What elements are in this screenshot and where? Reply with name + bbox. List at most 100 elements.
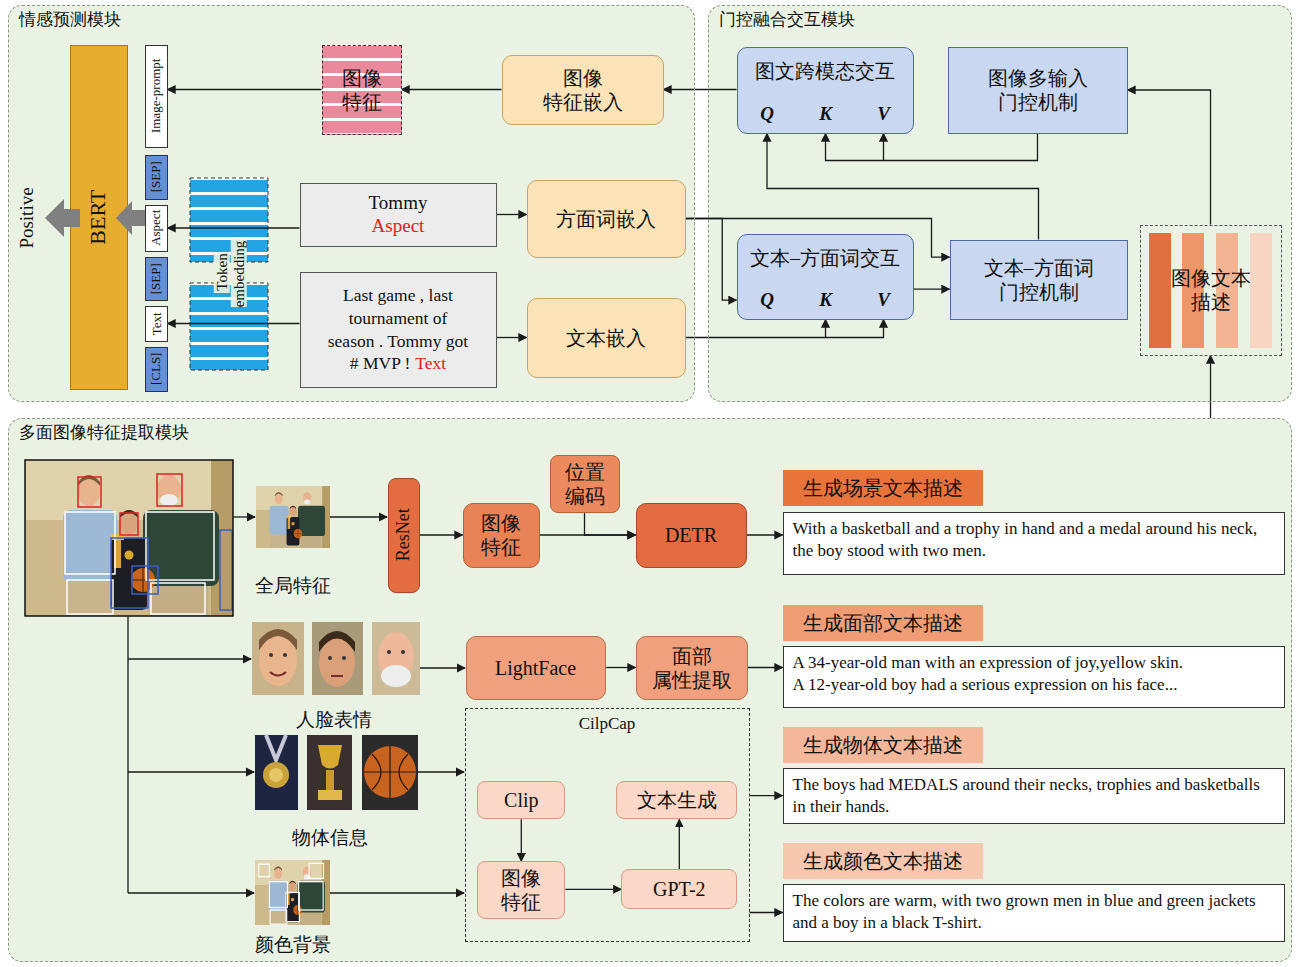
connector-arrow — [750, 795, 783, 796]
node-text: 生成面部文本描述 — [803, 611, 963, 635]
connector-arrow — [497, 214, 527, 215]
embedding-box: 文本嵌入 — [527, 298, 686, 378]
token-box: Image-prompt — [145, 45, 168, 148]
face-thumbnails — [283, 653, 287, 657]
annotation-label: Positive — [16, 187, 37, 248]
object-thumbnails — [255, 735, 418, 810]
thumbnail-caption: 颜色背景 — [255, 934, 331, 955]
node-text: 多面图像特征提取模块 — [19, 423, 189, 443]
object-thumbnails — [266, 735, 286, 760]
branch-line — [825, 320, 826, 338]
node-text: A 34-year-old man with an expression of … — [793, 652, 1275, 674]
feature-stack: 图像 特征 — [322, 45, 402, 135]
node-text: 图像 特征嵌入 — [539, 66, 627, 114]
connector-arrow — [1128, 90, 1211, 225]
connector-arrow — [1210, 356, 1211, 419]
node-text: 图像 特征 — [475, 511, 527, 559]
qkv-row: QKV — [738, 103, 913, 126]
node-text: 文本–方面词 门控机制 — [973, 256, 1105, 304]
input-arrow — [116, 201, 145, 235]
color-thumbnail — [269, 882, 287, 908]
connector-arrow — [585, 513, 636, 536]
output-header: 生成颜色文本描述 — [783, 843, 983, 879]
token-embedding-stack — [190, 283, 268, 370]
embedding-box: 方面词嵌入 — [527, 180, 686, 258]
connector-arrow — [747, 534, 783, 535]
token-box: Aspect — [145, 205, 168, 252]
feed-lines — [330, 516, 387, 517]
object-thumbnails — [364, 746, 416, 798]
node-text: With a basketball and a trophy in hand a… — [793, 518, 1275, 562]
color-thumbnail — [286, 893, 299, 922]
node-text: DETR — [665, 523, 717, 547]
resnet-box: ResNet — [388, 478, 420, 593]
connector-arrow — [168, 323, 300, 324]
feature-box: 图像 特征 — [463, 503, 540, 568]
module-panel: 多面图像特征提取模块 ResNet 位置 编码图像 特征 DETR 生成场景文本描述 Wi… — [8, 418, 1292, 962]
node-text: 生成颜色文本描述 — [803, 849, 963, 873]
panel-grounds — [8, 5, 1292, 962]
node-text: Aspect — [148, 210, 164, 246]
module-panel: 情感预测模块BERTImage-prompt[SEP]Aspect[SEP]Te… — [8, 5, 695, 402]
node-text: 情感预测模块 — [19, 10, 121, 30]
connector-arrow — [565, 889, 621, 890]
connector-arrow — [402, 89, 502, 90]
face-model-box: LightFace — [466, 636, 606, 700]
clip-box: Clip — [477, 781, 565, 819]
branch-line — [883, 134, 884, 161]
global-thumbnail — [256, 486, 330, 548]
face-thumbnails — [259, 629, 297, 650]
thumbnail-caption: 物体信息 — [292, 827, 368, 848]
generation-box: 文本生成 — [616, 781, 737, 819]
attribute-box: 面部 属性提取 — [636, 636, 748, 700]
face-thumbnails — [372, 622, 420, 695]
output-header: 生成场景文本描述 — [783, 470, 983, 506]
connector-arrow — [606, 667, 636, 668]
bert-bar: BERT — [70, 45, 128, 390]
face-thumbnails — [252, 622, 420, 695]
token-embedding-stack — [190, 283, 268, 370]
node-text: 图像文本 描述 — [1167, 266, 1255, 314]
node-text: The boys had MEDALS around their necks, … — [793, 774, 1275, 818]
panel-grounds — [8, 418, 1292, 962]
node-subtext: Aspect — [372, 215, 425, 238]
detr-box: DETR — [636, 503, 747, 568]
module-panel: 门控融合交互模块图文跨模态交互QKV图像多输入 门控机制文本–方面词交互QKV文… — [708, 5, 1292, 402]
feed-lines — [420, 667, 465, 668]
connector-arrow — [750, 912, 783, 913]
label-anchor: 人脸表情 — [296, 709, 372, 731]
face-thumbnails — [331, 675, 343, 677]
color-thumbnail — [255, 860, 330, 925]
node-text: 文本–方面词交互 — [750, 246, 900, 270]
input-photo — [25, 460, 233, 616]
connector-arrow — [168, 89, 322, 90]
color-thumbnail — [270, 910, 287, 924]
attention-box: 文本–方面词交互QKV — [737, 234, 914, 320]
label-anchor: 全局特征 — [255, 575, 331, 597]
node-text: 图像多输入 门控机制 — [985, 66, 1091, 114]
node-text: Last game , last tournament of season . … — [328, 285, 468, 373]
encoding-box: 位置 编码 — [550, 455, 620, 513]
output-arrow — [45, 199, 80, 237]
node-text: 门控融合交互模块 — [719, 10, 855, 30]
node-text: 生成场景文本描述 — [803, 476, 963, 500]
connector-arrow — [686, 320, 884, 338]
object-thumbnails — [263, 762, 289, 788]
attention-box: 图文跨模态交互 QKV — [737, 47, 914, 134]
connector-arrow — [748, 667, 783, 668]
thumbnail-caption: 全局特征 — [255, 575, 331, 596]
node-text: 图文跨模态交互 — [755, 59, 895, 83]
panel-grounds — [8, 5, 695, 402]
token-embedding-stack — [190, 178, 268, 370]
face-thumbnails — [387, 650, 391, 654]
description-box: With a basketball and a trophy in hand a… — [783, 512, 1285, 575]
node-text: Clip — [504, 788, 538, 812]
gpt-box: GPT-2 — [621, 869, 737, 909]
gate-box: 文本–方面词 门控机制 — [950, 240, 1128, 320]
connector-arrow — [679, 819, 680, 869]
node-text: 位置 编码 — [559, 460, 611, 508]
object-thumbnails — [307, 735, 352, 810]
object-thumbnails — [326, 770, 334, 790]
